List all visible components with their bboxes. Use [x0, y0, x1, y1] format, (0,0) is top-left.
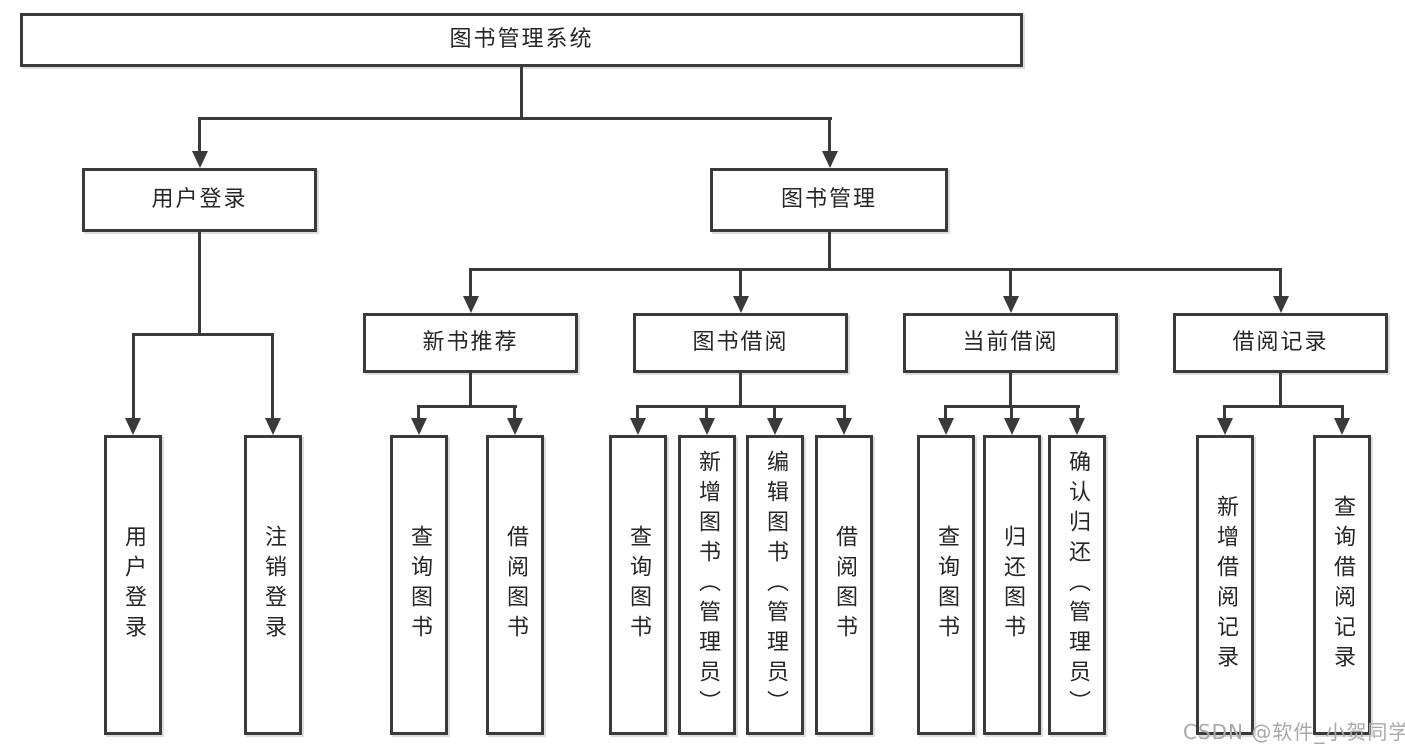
node-book-management: 图书管理 — [710, 168, 948, 232]
connector-line — [1279, 268, 1282, 298]
arrowhead-icon — [1069, 418, 1085, 435]
arrowhead-icon — [630, 418, 646, 435]
leaf-label: 归还图书 — [1000, 525, 1025, 645]
node-new-book-recommendation: 新书推荐 — [363, 313, 578, 373]
leaf-confirm-return-admin: 确认归还（管理员） — [1048, 435, 1106, 735]
arrowhead-icon — [1004, 418, 1020, 435]
arrowhead-icon — [1003, 296, 1019, 313]
leaf-label: 用户登录 — [121, 525, 146, 645]
arrowhead-icon — [507, 418, 523, 435]
arrowhead-icon — [767, 418, 783, 435]
connector-line — [739, 371, 742, 408]
leaf-edit-books-admin: 编辑图书（管理员） — [746, 435, 804, 735]
leaf-borrow-books-recommend: 借阅图书 — [486, 435, 544, 735]
leaf-label: 查询图书 — [626, 525, 651, 645]
connector-line — [132, 333, 135, 418]
node-label: 图书管理 — [780, 187, 877, 212]
leaf-return-books: 归还图书 — [983, 435, 1041, 735]
leaf-query-books-recommend: 查询图书 — [390, 435, 448, 735]
connector-line — [1076, 405, 1079, 420]
csdn-watermark: CSDN @软件_小贺同学 — [1183, 720, 1405, 744]
connector-line — [828, 230, 831, 271]
leaf-label: 查询借阅记录 — [1330, 495, 1355, 675]
arrowhead-icon — [1273, 296, 1289, 313]
leaf-label: 借阅图书 — [503, 525, 528, 645]
leaf-label: 新增借阅记录 — [1213, 495, 1238, 675]
connector-line — [469, 268, 472, 298]
connector-line — [1010, 405, 1013, 420]
arrowhead-icon — [265, 418, 281, 435]
leaf-label: 查询图书 — [934, 525, 959, 645]
leaf-borrow-books-borrowing: 借阅图书 — [815, 435, 873, 735]
arrowhead-icon — [463, 296, 479, 313]
node-label: 借阅记录 — [1232, 330, 1329, 355]
connector-line — [828, 117, 831, 152]
connector-line — [739, 268, 742, 298]
connector-line — [636, 405, 639, 420]
leaf-label: 注销登录 — [261, 525, 286, 645]
leaf-label: 借阅图书 — [832, 525, 857, 645]
connector-line — [1279, 371, 1282, 408]
leaf-add-books-admin: 新增图书（管理员） — [678, 435, 736, 735]
arrowhead-icon — [1334, 418, 1350, 435]
leaf-label: 编辑图书（管理员） — [763, 450, 788, 720]
node-label: 当前借阅 — [962, 330, 1059, 355]
leaf-user-login: 用户登录 — [104, 435, 162, 735]
arrowhead-icon — [125, 418, 141, 435]
connector-line — [1223, 405, 1344, 408]
connector-line — [469, 371, 472, 408]
connector-line — [513, 405, 516, 420]
connector-line — [636, 405, 846, 408]
connector-line — [1223, 405, 1226, 420]
arrowhead-icon — [411, 418, 427, 435]
connector-line — [705, 405, 708, 420]
connector-line — [1009, 268, 1012, 298]
leaf-label: 确认归还（管理员） — [1065, 450, 1090, 720]
connector-line — [520, 65, 523, 120]
arrowhead-icon — [699, 418, 715, 435]
leaf-add-borrow-record: 新增借阅记录 — [1196, 435, 1254, 735]
connector-line — [1341, 405, 1344, 420]
leaf-query-books-borrowing: 查询图书 — [609, 435, 667, 735]
node-label: 新书推荐 — [422, 330, 519, 355]
arrowhead-icon — [192, 151, 208, 168]
leaf-label: 查询图书 — [407, 525, 432, 645]
arrowhead-icon — [1217, 418, 1233, 435]
leaf-logout: 注销登录 — [244, 435, 302, 735]
leaf-label: 新增图书（管理员） — [695, 450, 720, 720]
connector-line — [1009, 371, 1012, 408]
connector-line — [469, 268, 1282, 271]
arrowhead-icon — [836, 418, 852, 435]
arrowhead-icon — [822, 151, 838, 168]
node-label: 图书管理系统 — [449, 27, 594, 52]
node-borrowing-records: 借阅记录 — [1173, 313, 1388, 373]
connector-line — [417, 405, 517, 408]
arrowhead-icon — [733, 296, 749, 313]
arrowhead-icon — [938, 418, 954, 435]
node-label: 图书借阅 — [692, 330, 789, 355]
connector-line — [198, 117, 201, 152]
node-library-management-system: 图书管理系统 — [20, 13, 1023, 67]
connector-line — [944, 405, 947, 420]
connector-line — [132, 333, 274, 336]
connector-line — [198, 230, 201, 336]
connector-line — [271, 333, 274, 418]
node-label: 用户登录 — [151, 187, 248, 212]
connector-line — [198, 117, 832, 120]
node-book-borrowing: 图书借阅 — [633, 313, 848, 373]
leaf-query-books-current: 查询图书 — [917, 435, 975, 735]
leaf-query-borrow-record: 查询借阅记录 — [1313, 435, 1371, 735]
node-current-borrowing: 当前借阅 — [903, 313, 1118, 373]
node-user-login: 用户登录 — [82, 168, 317, 232]
connector-line — [843, 405, 846, 420]
connector-line — [773, 405, 776, 420]
connector-line — [417, 405, 420, 420]
